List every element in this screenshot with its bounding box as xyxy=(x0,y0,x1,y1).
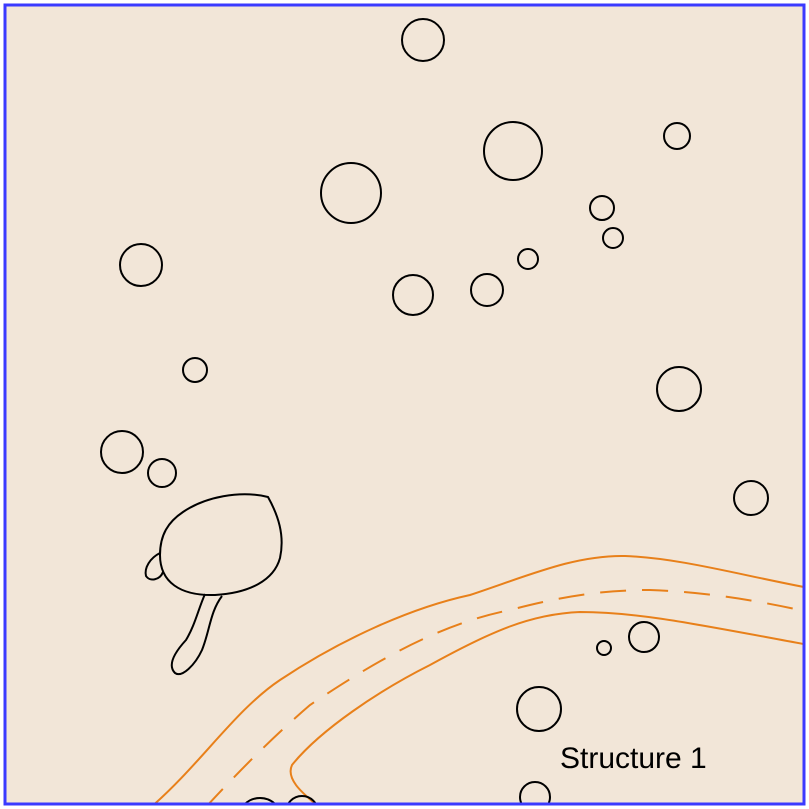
pit-feature xyxy=(401,18,445,62)
pit-lobe xyxy=(144,552,164,581)
pit-feature xyxy=(733,480,769,516)
pit-feature xyxy=(470,273,504,307)
pit-feature xyxy=(517,248,539,270)
map-background xyxy=(5,5,804,804)
pit-feature xyxy=(656,366,702,412)
channel-outer-edge xyxy=(152,554,804,804)
pit-feature xyxy=(320,162,382,224)
pit-feature xyxy=(182,357,208,383)
channel-inner-edge xyxy=(289,610,804,804)
structure-label: Structure 1 xyxy=(560,742,707,775)
pit-feature xyxy=(392,274,434,316)
pit-feature xyxy=(519,781,551,804)
pit-feature xyxy=(100,430,144,474)
pit-feature xyxy=(516,686,562,732)
pit-feature xyxy=(589,195,615,221)
pit-feature xyxy=(243,797,277,804)
map-frame xyxy=(3,3,806,806)
pit-feature xyxy=(119,243,163,287)
pit-feature xyxy=(287,795,317,804)
linear-feature-tail xyxy=(170,593,223,676)
pit-feature xyxy=(483,121,543,181)
pit-feature xyxy=(596,640,612,656)
pit-feature xyxy=(147,458,177,488)
pit-feature xyxy=(628,621,660,653)
pit-feature xyxy=(663,122,691,150)
channel-centerline xyxy=(207,588,804,804)
irregular-pit-feature xyxy=(158,493,283,597)
pit-feature xyxy=(602,227,624,249)
